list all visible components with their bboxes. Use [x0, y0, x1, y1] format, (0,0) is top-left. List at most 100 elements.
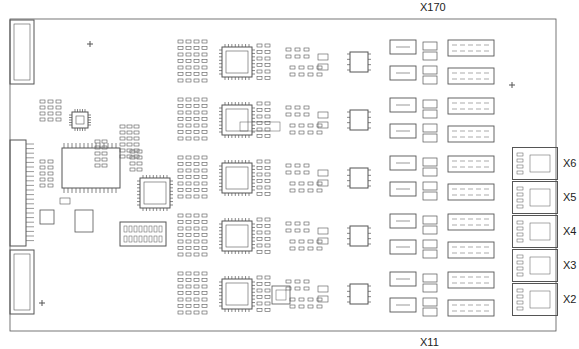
component-outline — [517, 267, 523, 270]
pin-line — [245, 102, 246, 105]
component-outline — [308, 131, 313, 134]
pin-line — [245, 160, 246, 163]
component-outline — [202, 305, 207, 308]
pin-line — [252, 176, 255, 177]
pin-line — [252, 285, 255, 286]
component-outline — [290, 182, 295, 185]
pin-line — [219, 234, 222, 235]
pin-line — [238, 251, 239, 254]
component-outline — [202, 227, 207, 230]
pin-line — [163, 208, 164, 211]
component-outline — [186, 279, 191, 282]
pin-line — [460, 225, 465, 226]
pin-line — [242, 135, 243, 138]
pin-line — [219, 306, 222, 307]
component-outline — [295, 113, 300, 116]
pin-line — [460, 161, 465, 162]
pin-line — [219, 282, 222, 283]
pin-line — [77, 109, 78, 112]
pin-line — [219, 60, 222, 61]
pin-line — [235, 309, 236, 312]
pin-line — [460, 167, 465, 168]
component-outline — [202, 221, 207, 224]
pin-line — [68, 188, 69, 193]
component-outline — [304, 113, 309, 116]
pin-line — [368, 238, 371, 239]
component-outline — [186, 285, 191, 288]
pin-line — [252, 292, 255, 293]
component-outline — [186, 137, 191, 140]
pin-line — [368, 291, 371, 292]
component-outline — [265, 251, 270, 254]
pin-line — [137, 201, 140, 202]
pin-line — [26, 203, 34, 204]
component-outline — [257, 244, 262, 247]
component-outline — [226, 109, 248, 131]
pin-line — [72, 188, 73, 193]
pin-line — [468, 247, 473, 248]
component-outline — [308, 189, 313, 192]
component-outline — [178, 234, 183, 237]
component-outline — [265, 302, 270, 305]
component-outline — [265, 160, 270, 163]
component-outline — [226, 225, 248, 247]
pin-line — [219, 176, 222, 177]
component-outline — [317, 305, 322, 308]
pin-line — [249, 193, 250, 196]
pin-line — [219, 186, 222, 187]
pin-line — [69, 120, 72, 121]
pin-line — [512, 82, 513, 88]
pin-line — [85, 109, 86, 112]
pin-line — [69, 122, 72, 123]
component-outline — [40, 118, 45, 121]
component-outline — [290, 66, 295, 69]
component-outline — [40, 210, 54, 224]
pin-line — [252, 169, 255, 170]
component-outline — [202, 195, 207, 198]
component-outline — [194, 247, 199, 250]
component-outline — [517, 159, 523, 162]
pin-line — [396, 247, 410, 248]
pin-line — [69, 115, 72, 116]
component-outline — [154, 236, 157, 242]
component-outline — [304, 106, 309, 109]
component-outline — [423, 216, 437, 224]
component-outline — [178, 60, 183, 63]
component-outline — [134, 236, 137, 242]
pin-line — [231, 218, 232, 221]
pin-line — [468, 161, 473, 162]
component-outline — [304, 280, 309, 283]
component-outline — [178, 221, 183, 224]
pin-line — [476, 247, 481, 248]
component-outline — [304, 222, 309, 225]
component-outline — [299, 182, 304, 185]
component-outline — [257, 64, 262, 67]
pin-line — [476, 45, 481, 46]
component-outline — [423, 226, 437, 234]
component-outline — [290, 131, 295, 134]
pin-line — [245, 44, 246, 47]
pin-line — [252, 282, 255, 283]
component-outline — [134, 125, 139, 128]
component-outline — [194, 227, 199, 230]
pin-line — [228, 135, 229, 138]
component-outline — [308, 240, 313, 243]
component-outline — [137, 150, 142, 153]
component-outline — [257, 135, 262, 138]
component-outline — [178, 253, 183, 256]
pin-line — [252, 70, 255, 71]
pin-line — [468, 277, 473, 278]
component-outline — [448, 214, 494, 230]
component-outline — [423, 134, 437, 142]
component-outline — [194, 105, 199, 108]
component-outline — [308, 305, 313, 308]
pin-line — [347, 233, 350, 234]
component-outline — [178, 73, 183, 76]
component-outline — [202, 40, 207, 43]
pin-line — [452, 137, 457, 138]
component-outline — [102, 164, 107, 167]
component-outline — [178, 240, 183, 243]
component-outline — [318, 54, 328, 60]
pin-line — [452, 189, 457, 190]
pin-line — [235, 193, 236, 196]
